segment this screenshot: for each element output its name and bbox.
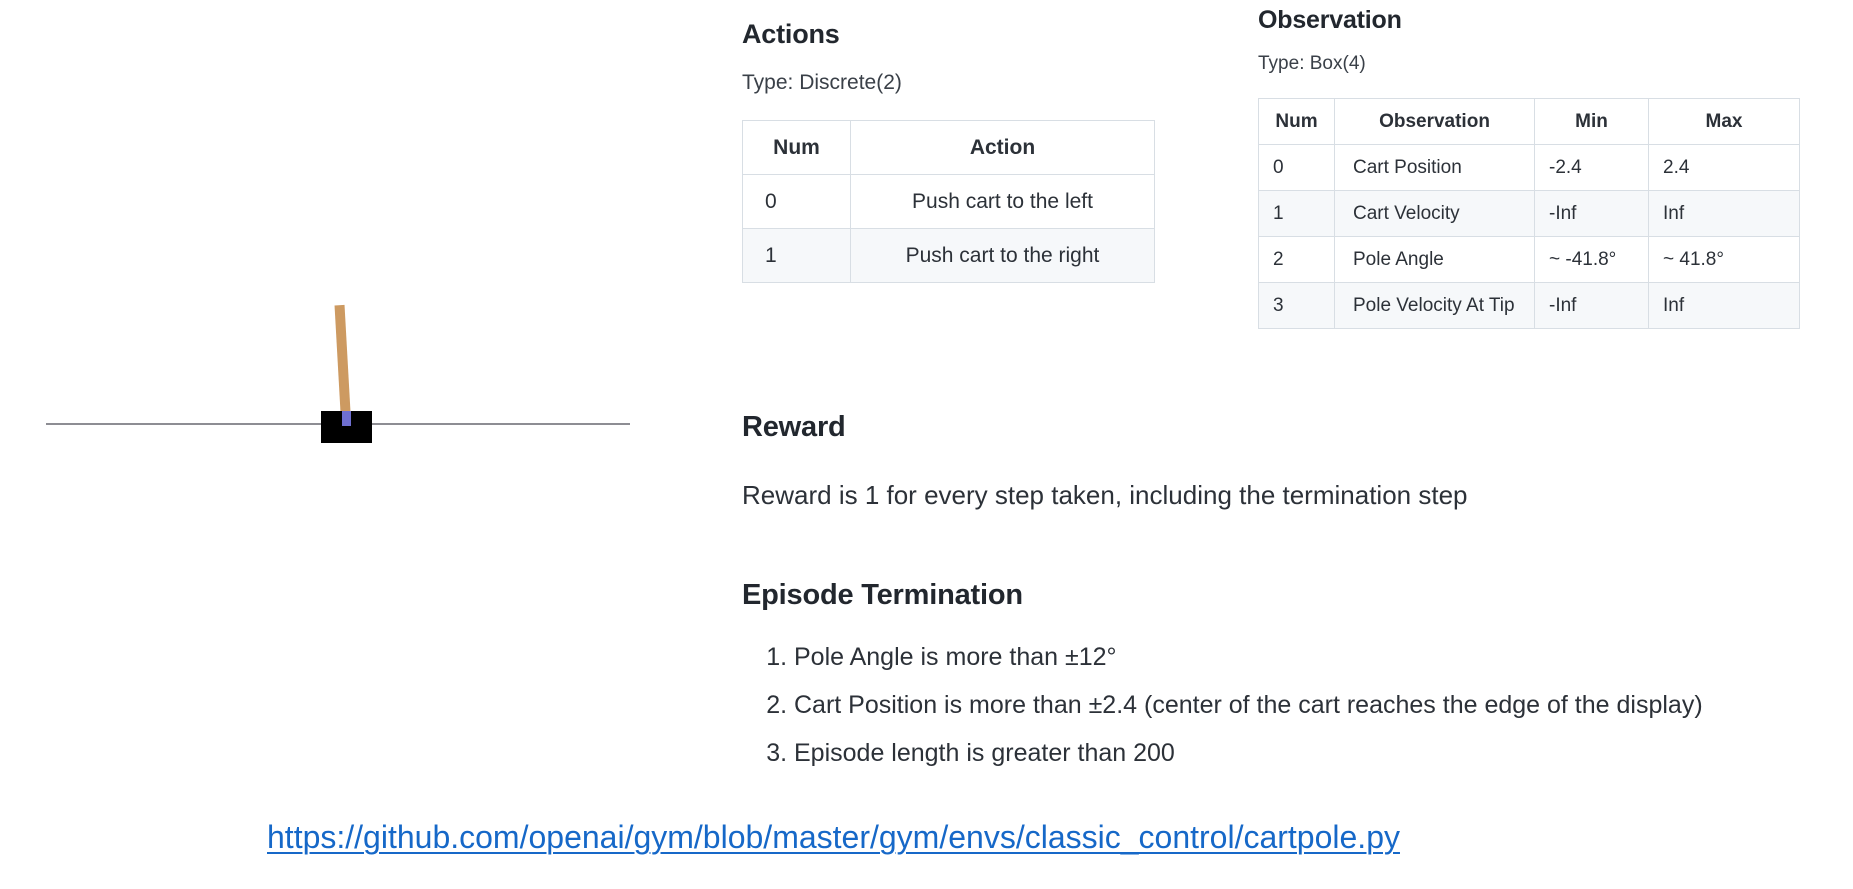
observation-heading: Observation (1258, 6, 1402, 34)
table-header-row: Num Action (742, 120, 1155, 175)
cell-min: -2.4 (1534, 144, 1649, 191)
table-row: 0 Push cart to the left (742, 174, 1155, 229)
list-item: Episode length is greater than 200 (794, 738, 1832, 769)
table-header-row: Num Observation Min Max (1258, 98, 1800, 145)
actions-heading: Actions (742, 19, 840, 49)
actions-table: Num Action 0 Push cart to the left 1 Pus… (742, 120, 1155, 283)
cell-num: 1 (1258, 190, 1335, 237)
table-row: 2 Pole Angle ~ -41.8° ~ 41.8° (1258, 236, 1800, 283)
table-row: 0 Cart Position -2.4 2.4 (1258, 144, 1800, 191)
episode-termination-section: Episode Termination Pole Angle is more t… (742, 578, 1832, 786)
column-header-action: Action (850, 120, 1155, 175)
column-header-observation: Observation (1334, 98, 1535, 145)
cell-max: Inf (1648, 190, 1800, 237)
column-header-min: Min (1534, 98, 1649, 145)
cell-min: ~ -41.8° (1534, 236, 1649, 283)
reward-section: Reward Reward is 1 for every step taken,… (742, 410, 1822, 511)
cell-min: -Inf (1534, 282, 1649, 329)
table-row: 3 Pole Velocity At Tip -Inf Inf (1258, 282, 1800, 329)
cell-observation: Cart Velocity (1334, 190, 1535, 237)
cell-num: 0 (742, 174, 851, 229)
list-item: Pole Angle is more than ±12° (794, 642, 1832, 673)
cell-max: ~ 41.8° (1648, 236, 1800, 283)
reward-heading: Reward (742, 411, 846, 443)
observation-type-line: Type: Box(4) (1258, 53, 1366, 74)
column-header-num: Num (1258, 98, 1335, 145)
cell-observation: Pole Velocity At Tip (1334, 282, 1535, 329)
observation-table: Num Observation Min Max 0 Cart Position … (1258, 98, 1800, 329)
cell-action: Push cart to the left (850, 174, 1155, 229)
cell-num: 3 (1258, 282, 1335, 329)
observation-section: Observation Type: Box(4) Num Observation… (1258, 5, 1818, 329)
cell-min: -Inf (1534, 190, 1649, 237)
table-row: 1 Push cart to the right (742, 228, 1155, 283)
actions-section: Actions Type: Discrete(2) Num Action 0 P… (742, 18, 1172, 283)
cell-num: 1 (742, 228, 851, 283)
reward-body-text: Reward is 1 for every step taken, includ… (742, 480, 1468, 510)
column-header-max: Max (1648, 98, 1800, 145)
cell-observation: Pole Angle (1334, 236, 1535, 283)
cell-max: 2.4 (1648, 144, 1800, 191)
cell-observation: Cart Position (1334, 144, 1535, 191)
pole-axle-marker (342, 411, 351, 426)
cartpole-illustration (0, 250, 700, 510)
cell-num: 0 (1258, 144, 1335, 191)
cell-action: Push cart to the right (850, 228, 1155, 283)
source-url-link[interactable]: https://github.com/openai/gym/blob/maste… (267, 819, 1400, 855)
episode-termination-heading: Episode Termination (742, 579, 1023, 611)
termination-condition-list: Pole Angle is more than ±12° Cart Positi… (742, 642, 1832, 769)
actions-type-line: Type: Discrete(2) (742, 71, 902, 94)
column-header-num: Num (742, 120, 851, 175)
cell-max: Inf (1648, 282, 1800, 329)
list-item: Cart Position is more than ±2.4 (center … (794, 690, 1832, 721)
pole-shape (334, 304, 351, 422)
table-row: 1 Cart Velocity -Inf Inf (1258, 190, 1800, 237)
cell-num: 2 (1258, 236, 1335, 283)
